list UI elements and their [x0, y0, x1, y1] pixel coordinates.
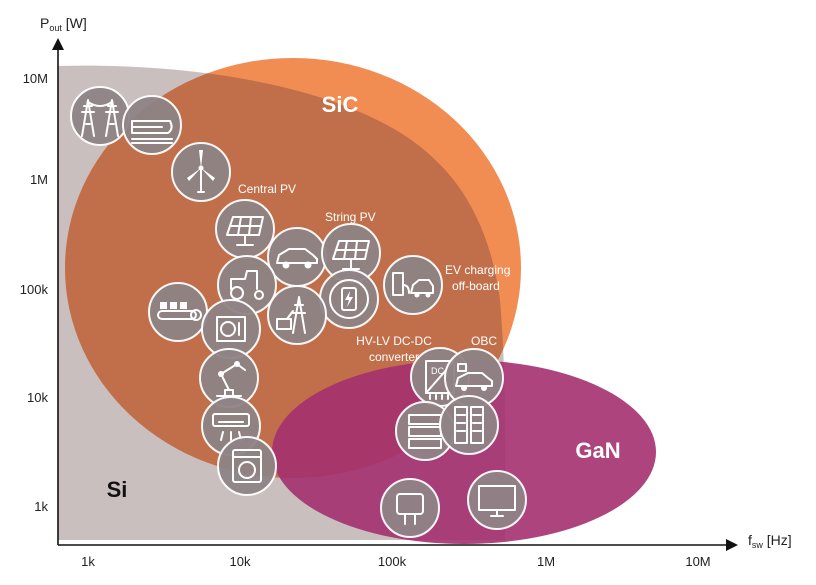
power-adapter-icon: [380, 478, 440, 538]
obc-label: OBC: [471, 334, 497, 348]
x-tick-labels: 1k 10k 100k 1M 10M: [81, 554, 711, 569]
car-icon: [267, 227, 327, 287]
solar-panel-icon: [215, 199, 275, 259]
grid-battery-icon: [267, 285, 327, 345]
y-tick-1k: 1k: [34, 499, 48, 514]
x-tick-100k: 100k: [378, 554, 407, 569]
y-tick-labels: 10M 1M 100k 10k 1k: [20, 71, 49, 514]
hvlv-label-2: converter: [369, 350, 419, 364]
string-pv-label: String PV: [325, 210, 376, 224]
x-axis-title: fsw [Hz]: [748, 532, 792, 550]
battery-charge-icon: [319, 269, 379, 329]
sic-label: SiC: [322, 92, 359, 117]
y-axis-arrow: [52, 38, 64, 50]
hvlv-label-1: HV-LV DC-DC: [356, 334, 432, 348]
onboard-charger-car-icon: [444, 348, 504, 408]
si-label: Si: [107, 477, 128, 502]
x-tick-10k: 10k: [230, 554, 251, 569]
x-tick-10m: 10M: [685, 554, 710, 569]
x-axis-arrow: [726, 539, 738, 551]
heat-pump-icon: [201, 299, 261, 359]
svg-text:DC: DC: [431, 366, 444, 376]
x-tick-1k: 1k: [81, 554, 95, 569]
central-pv-label: Central PV: [238, 182, 296, 196]
washing-machine-icon: [217, 436, 277, 496]
server-rack-icon: [439, 395, 499, 455]
wind-turbine-icon: [171, 142, 231, 202]
train-icon: [122, 95, 182, 155]
tv-icon: [467, 470, 527, 530]
y-tick-100k: 100k: [20, 282, 49, 297]
y-axis-title: Pout [W]: [40, 15, 87, 33]
y-tick-10k: 10k: [27, 390, 48, 405]
gan-label: GaN: [575, 438, 620, 463]
ev-charging-label-2: off-board: [452, 279, 500, 293]
y-tick-1m: 1M: [30, 172, 48, 187]
ev-charging-label-1: EV charging: [445, 263, 510, 277]
conveyor-icon: [148, 282, 208, 342]
power-grid-icon: [70, 86, 130, 146]
y-tick-10m: 10M: [23, 71, 48, 86]
ev-charger-icon: [383, 255, 443, 315]
x-tick-1m: 1M: [537, 554, 555, 569]
